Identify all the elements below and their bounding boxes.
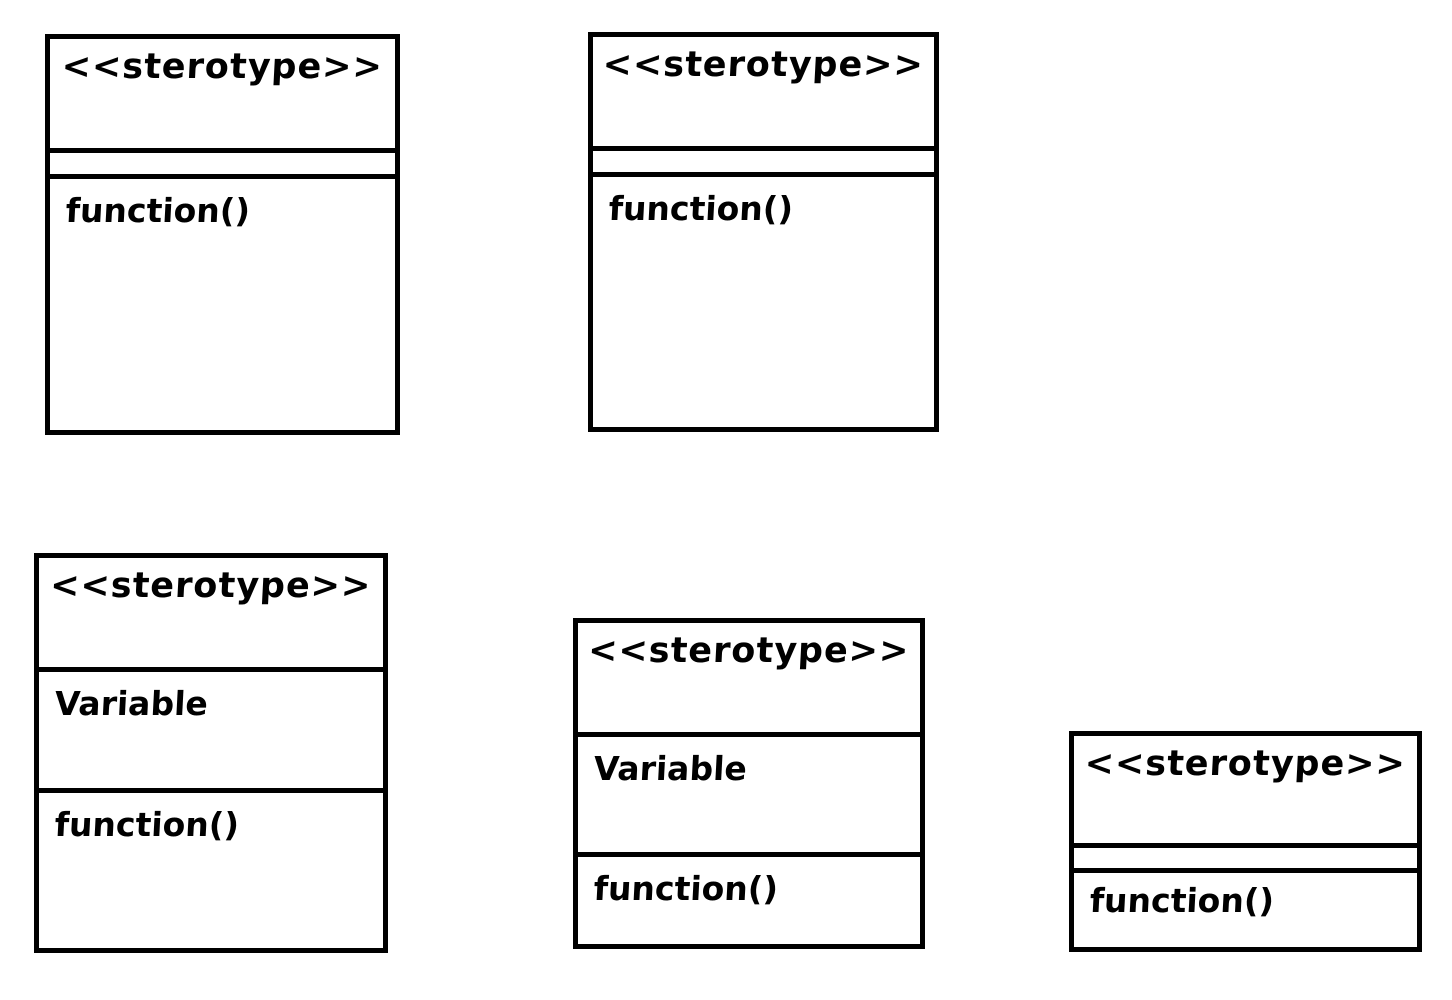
uml-class-box-2: <<sterotype>> function() <box>588 32 939 432</box>
method-label: function() <box>607 189 795 228</box>
uml-class-box-3: <<sterotype>> Variable function() <box>34 553 388 953</box>
uml-class-box-5: <<sterotype>> function() <box>1069 731 1422 952</box>
stereotype-compartment: <<sterotype>> <box>50 39 395 153</box>
stereotype-compartment: <<sterotype>> <box>39 558 383 672</box>
stereotype-label: <<sterotype>> <box>601 45 925 85</box>
method-compartment: function() <box>593 177 934 427</box>
method-compartment: function() <box>50 179 395 430</box>
method-label: function() <box>53 805 241 844</box>
method-compartment: function() <box>39 793 383 948</box>
method-label: function() <box>1088 881 1276 920</box>
method-label: function() <box>64 191 252 230</box>
uml-class-box-1: <<sterotype>> function() <box>45 34 400 435</box>
attribute-compartment-empty <box>593 151 934 177</box>
attribute-compartment: Variable <box>578 737 920 857</box>
stereotype-compartment: <<sterotype>> <box>1074 736 1417 848</box>
stereotype-label: <<sterotype>> <box>587 631 911 671</box>
uml-class-box-4: <<sterotype>> Variable function() <box>573 618 925 949</box>
method-compartment: function() <box>1074 873 1417 947</box>
attribute-label: Variable <box>592 749 748 788</box>
stereotype-label: <<sterotype>> <box>60 47 384 87</box>
attribute-compartment: Variable <box>39 672 383 793</box>
stereotype-label: <<sterotype>> <box>1083 744 1407 784</box>
method-compartment: function() <box>578 857 920 944</box>
stereotype-compartment: <<sterotype>> <box>578 623 920 737</box>
stereotype-compartment: <<sterotype>> <box>593 37 934 151</box>
attribute-compartment-empty <box>1074 848 1417 873</box>
stereotype-label: <<sterotype>> <box>49 566 373 606</box>
attribute-compartment-empty <box>50 153 395 179</box>
attribute-label: Variable <box>53 684 209 723</box>
method-label: function() <box>592 869 780 908</box>
